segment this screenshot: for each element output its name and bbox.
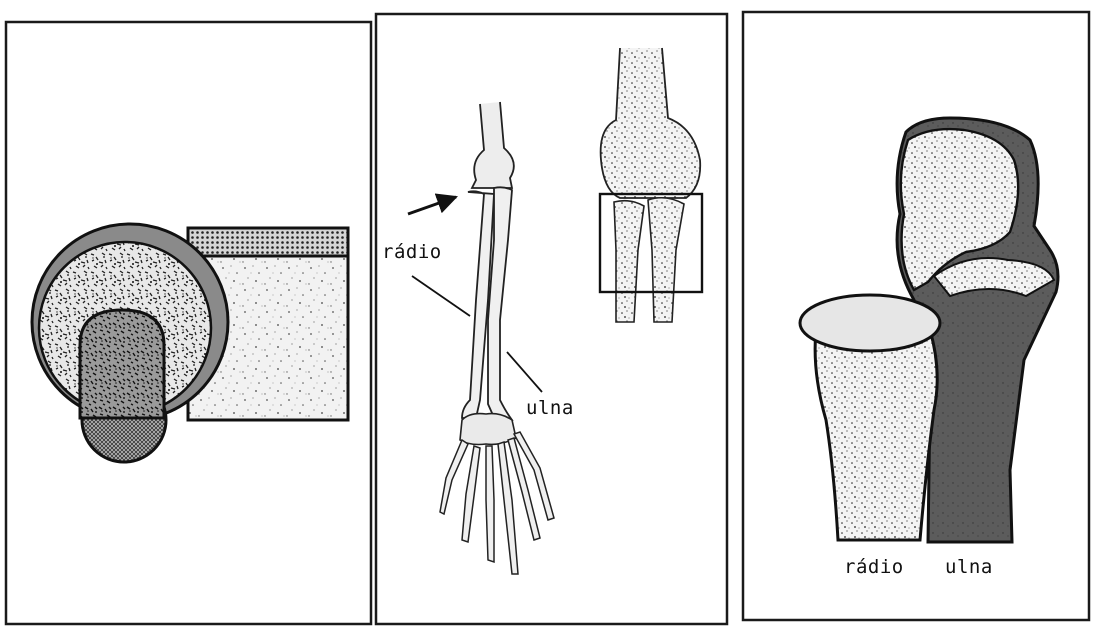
bone-shaft [80,310,164,418]
radius-head [800,295,940,351]
label-ulna-detail: ulna [945,556,993,578]
panel-2-forearm-skeleton: rádio ulna [376,14,727,624]
label-radius: rádio [382,241,442,263]
panel-3-radioulnar-detail: rádio ulna [743,12,1089,620]
label-ulna: ulna [526,397,574,419]
cartilage-band [188,228,348,256]
panel-1-joint-schematic [6,22,371,624]
panel-2-frame [376,14,727,624]
label-radius-detail: rádio [844,556,904,578]
